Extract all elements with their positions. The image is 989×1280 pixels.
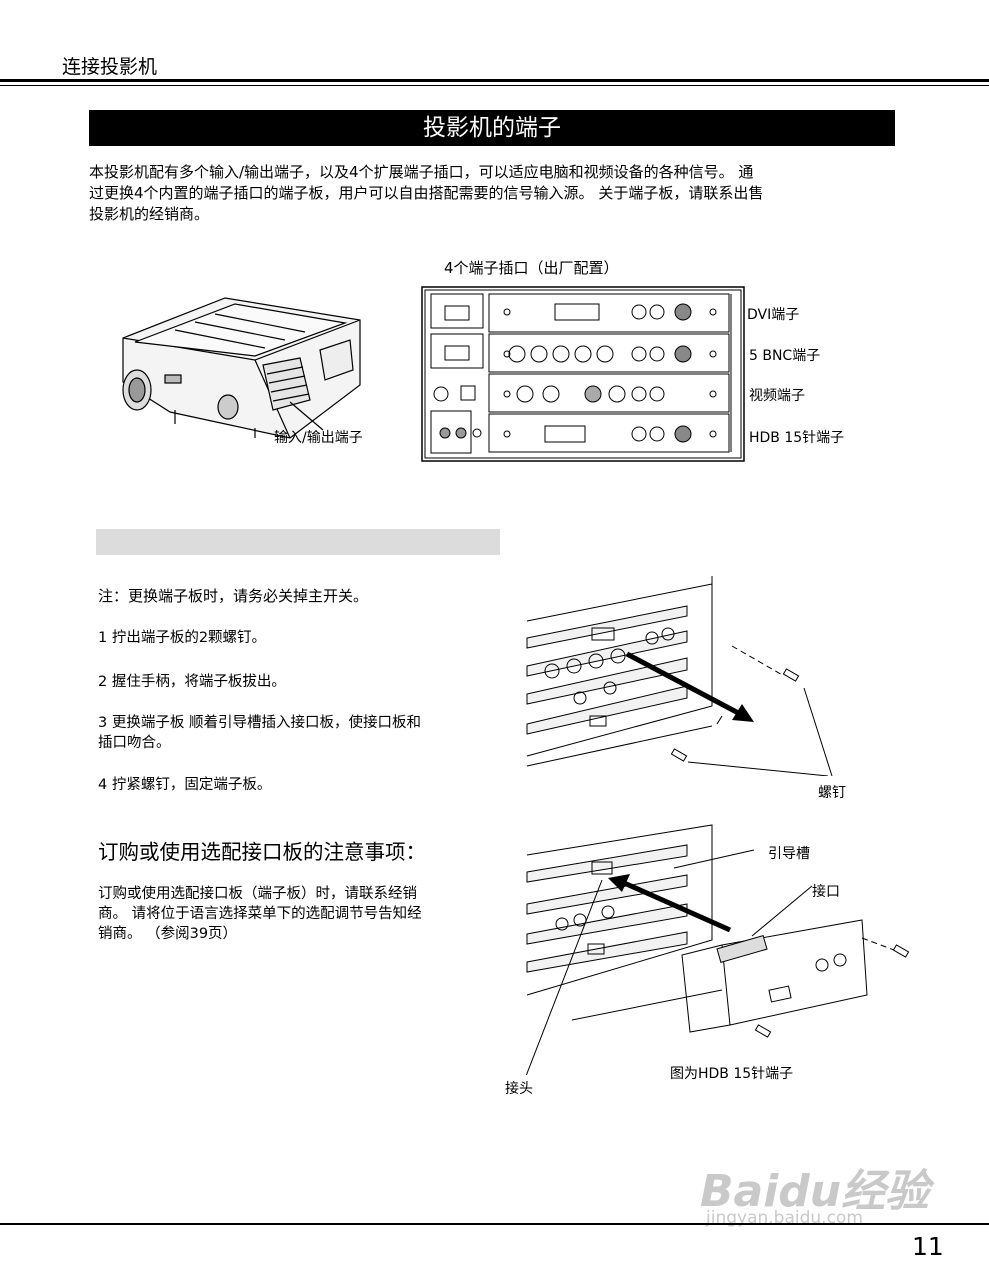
slot-label-dvi: DVI端子 — [747, 307, 800, 323]
io-terminal-label: 输入/输出端子 — [274, 430, 363, 446]
step-3: 3 更换端子板 顺着引导槽插入接口板，使接口板和 插口吻合。 — [98, 713, 508, 753]
section-bar — [96, 529, 500, 555]
order-line: 商。 请将位于语言选择菜单下的选配调节号告知经 — [98, 906, 422, 922]
step-3-line: 插口吻合。 — [98, 735, 171, 751]
step-3-line: 3 更换端子板 顺着引导槽插入接口板，使接口板和 — [98, 715, 421, 731]
order-line: 订购或使用选配接口板（端子板）时，请联系经销 — [98, 886, 417, 902]
intro-line: 本投影机配有多个输入/输出端子，以及4个扩展端子插口，可以适应电脑和视频设备的各… — [89, 163, 754, 181]
terminal-figure-caption: 4个端子插口（出厂配置） — [444, 259, 619, 277]
slot-label-video: 视频端子 — [749, 388, 805, 404]
slot-label-hdb15: HDB 15针端子 — [749, 430, 845, 446]
intro-line: 投影机的经销商。 — [89, 205, 210, 223]
watermark-logo: Baidu经验 — [700, 1166, 930, 1217]
header-rule — [0, 79, 989, 82]
board-caption: 图为HDB 15针端子 — [670, 1066, 794, 1082]
order-heading: 订购或使用选配接口板的注意事项： — [98, 840, 426, 864]
step-2: 2 握住手柄，将端子板拔出。 — [98, 674, 286, 690]
terminal-panel — [421, 286, 745, 462]
page-number: 11 — [912, 1232, 944, 1261]
section-header: 连接投影机 — [62, 56, 158, 78]
header-rule-thin — [0, 85, 989, 86]
projector-illustration — [122, 297, 361, 439]
connector-label: 接口 — [812, 884, 840, 900]
intro-line: 过更换4个内置的端子插口的端子板，用户可以自由搭配需要的信号输入源。 关于端子板… — [89, 184, 764, 202]
page-title: 投影机的端子 — [89, 110, 895, 146]
footer-rule — [0, 1223, 989, 1225]
plug-label: 接头 — [505, 1081, 533, 1097]
order-line: 销商。 （参阅39页） — [98, 926, 238, 942]
step-1: 1 拧出端子板的2颗螺钉。 — [98, 630, 267, 646]
note-text: 注：更换端子板时，请务必关掉主开关。 — [98, 587, 369, 605]
guide-slot-label: 引导槽 — [768, 846, 810, 862]
order-paragraph: 订购或使用选配接口板（端子板）时，请联系经销 商。 请将位于语言选择菜单下的选配… — [98, 884, 498, 944]
board-removal-illustration — [526, 576, 833, 776]
watermark-url: jingyan.baidu.com — [706, 1208, 863, 1228]
board-insertion-illustration — [525, 824, 910, 1075]
screw-label: 螺钉 — [818, 785, 846, 801]
slot-label-bnc: 5 BNC端子 — [749, 348, 821, 364]
step-4: 4 拧紧螺钉，固定端子板。 — [98, 777, 272, 793]
intro-paragraph: 本投影机配有多个输入/输出端子，以及4个扩展端子插口，可以适应电脑和视频设备的各… — [89, 162, 899, 225]
